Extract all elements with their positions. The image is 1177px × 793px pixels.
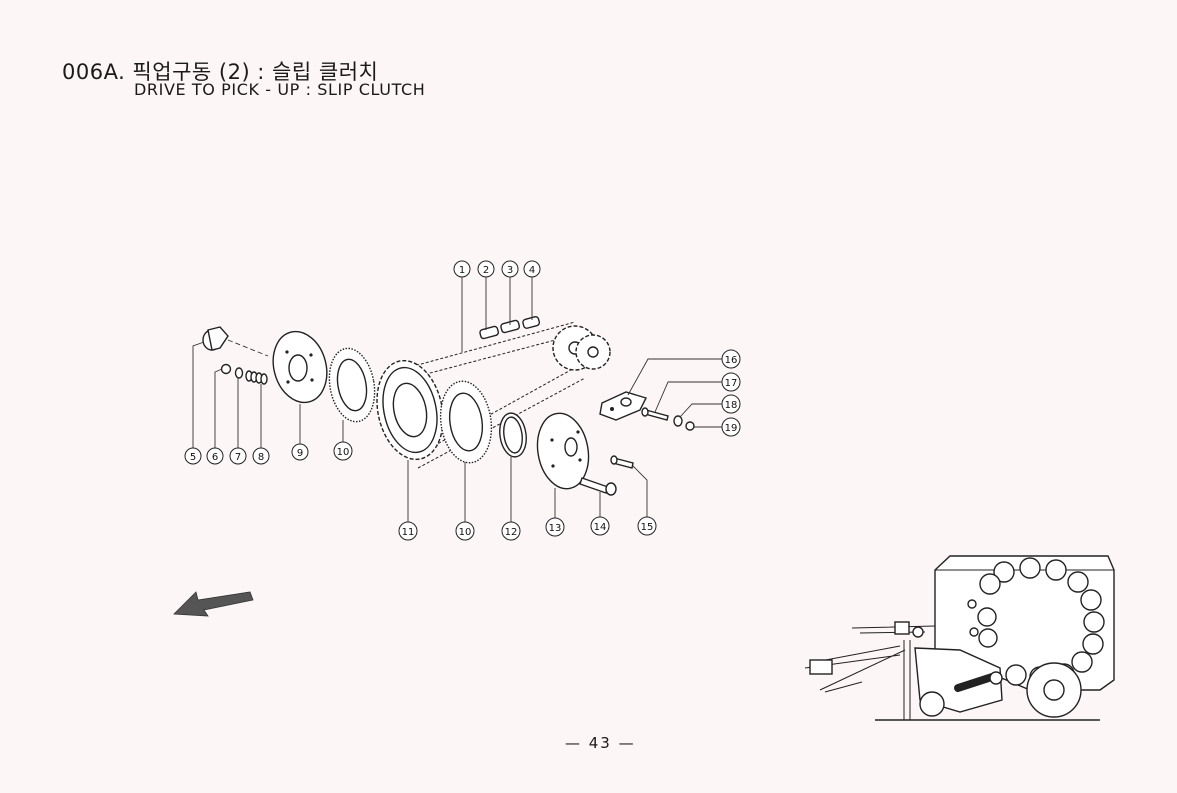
callout-4: 4 (523, 260, 541, 278)
svg-text:13: 13 (549, 523, 562, 534)
callout-3: 3 (501, 260, 519, 278)
callout-18: 18 (721, 394, 741, 414)
svg-text:14: 14 (594, 522, 607, 533)
svg-text:10: 10 (337, 447, 350, 458)
main-sprocket-part-11 (376, 359, 444, 461)
svg-text:15: 15 (641, 522, 654, 533)
nut-part-6 (220, 363, 232, 375)
svg-text:12: 12 (505, 527, 518, 538)
callout-19: 19 (721, 417, 741, 437)
pin-part-15 (610, 455, 634, 469)
page-title-english: DRIVE TO PICK - UP : SLIP CLUTCH (134, 80, 426, 99)
title-block: 006A. 픽업구동 (2) : 슬립 클러치 DRIVE TO PICK - … (62, 56, 425, 99)
callout-15: 15 (637, 516, 657, 536)
washer-part-18 (673, 415, 683, 427)
callout-8: 8 (252, 447, 270, 465)
callout-leaders (192, 277, 722, 523)
callout-16: 16 (721, 349, 741, 369)
nut-part-19 (685, 421, 695, 431)
driven-sprockets (552, 325, 611, 371)
bushing-part-5 (202, 326, 269, 357)
svg-text:10: 10 (459, 527, 472, 538)
callout-14: 14 (590, 516, 610, 536)
callout-7: 7 (229, 447, 247, 465)
svg-text:19: 19 (725, 423, 738, 434)
svg-text:18: 18 (725, 400, 738, 411)
callout-1: 1 (453, 260, 471, 278)
spring-part-8 (245, 370, 268, 385)
svg-text:16: 16 (725, 355, 738, 366)
chain-connecting-links (479, 316, 541, 340)
svg-text:5: 5 (190, 452, 196, 463)
svg-text:8: 8 (258, 452, 264, 463)
callout-6: 6 (206, 447, 224, 465)
baler-machine-illustration (804, 555, 1115, 721)
snap-ring-part-12 (499, 412, 527, 458)
friction-disc-part-10-left (328, 347, 376, 423)
hub-plate-part-13 (536, 412, 590, 490)
page-number: — 43 — (565, 734, 636, 752)
callout-5: 5 (184, 447, 202, 465)
callout-11: 11 (398, 521, 418, 541)
svg-text:9: 9 (297, 448, 303, 459)
page-title-korean: 006A. 픽업구동 (2) : 슬립 클러치 (62, 60, 379, 84)
callout-2: 2 (477, 260, 495, 278)
svg-text:3: 3 (507, 265, 513, 276)
callout-9: 9 (291, 443, 309, 461)
svg-text:7: 7 (235, 452, 241, 463)
bolt-part-17 (641, 407, 669, 421)
callout-17: 17 (721, 372, 741, 392)
callout-13: 13 (545, 517, 565, 537)
callout-10-right: 10 (455, 521, 475, 541)
svg-text:2: 2 (483, 265, 489, 276)
callout-10-left: 10 (333, 441, 353, 461)
callout-group: 1 2 3 4 5 6 7 8 9 10 10 11 12 13 14 15 1… (184, 260, 741, 541)
friction-disc-part-10-right (439, 380, 493, 464)
callout-12: 12 (501, 521, 521, 541)
tensioner-bracket-part-16 (599, 391, 647, 421)
bolt-part-14 (579, 477, 617, 496)
svg-text:6: 6 (212, 452, 218, 463)
svg-text:11: 11 (402, 527, 415, 538)
direction-arrow-icon (173, 591, 254, 617)
washer-part-7 (234, 367, 244, 379)
svg-text:17: 17 (725, 378, 738, 389)
svg-text:1: 1 (459, 265, 465, 276)
pressure-plate-part-9 (272, 330, 328, 404)
svg-text:4: 4 (529, 265, 535, 276)
